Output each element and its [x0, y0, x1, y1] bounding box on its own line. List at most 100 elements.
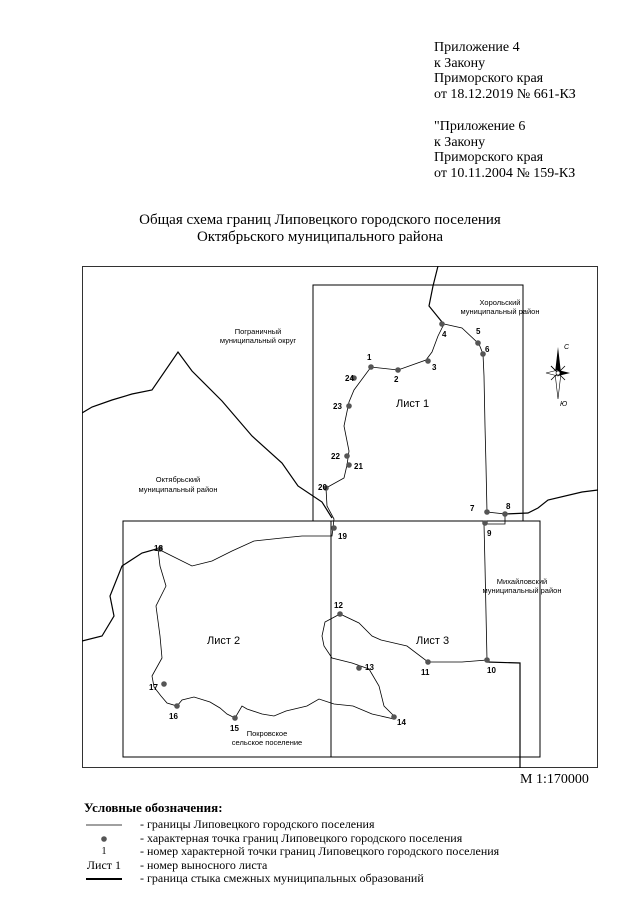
point-10	[484, 657, 490, 663]
khorolsky-label-2: муниципальный район	[461, 307, 540, 316]
point-13	[356, 665, 362, 671]
point-label-19: 19	[338, 532, 347, 541]
point-17	[161, 681, 167, 687]
sheet3-label: Лист 3	[416, 635, 449, 647]
point-12	[337, 611, 343, 617]
point-labels: 1 2 3 4 5 6 7 8 9 10 11 12 13 14 15 16 1…	[149, 327, 511, 733]
header-line: от 10.11.2004 № 159-КЗ	[434, 165, 576, 181]
point-11	[425, 659, 431, 665]
map-scale: М 1:170000	[520, 772, 589, 787]
header-line: Приморского края	[434, 71, 544, 86]
point-label-5: 5	[476, 327, 481, 336]
point-label-15: 15	[230, 724, 239, 733]
point-label-10: 10	[487, 666, 496, 675]
point-label-20: 20	[318, 483, 327, 492]
legend-symbol-number: 1	[101, 846, 107, 858]
legend-symbol-sheet: Лист 1	[86, 857, 122, 872]
pogranichny-label-2: муниципальный округ	[220, 336, 296, 345]
mikhailovsky-label-1: Михайловский	[497, 577, 547, 586]
legend-row-point: - характерная точка границ Липовецкого г…	[84, 831, 462, 849]
map-canvas: 1 2 3 4 5 6 7 8 9 10 11 12 13 14 15 16 1…	[82, 266, 598, 768]
point-label-4: 4	[442, 330, 447, 339]
compass-north: С	[564, 344, 570, 351]
legend: Условные обозначения: - границы Липовецк…	[84, 800, 500, 886]
point-19	[331, 525, 337, 531]
legend-text-boundary: - границы Липовецкого городского поселен…	[140, 817, 375, 831]
pogranichny-label-1: Пограничный	[235, 327, 282, 336]
khorolsky-label-1: Хорольский	[480, 298, 521, 307]
oktyabrsky-label-1: Октябрьский	[156, 475, 200, 484]
legend-text-point: - характерная точка границ Липовецкого г…	[140, 830, 463, 845]
point-7	[484, 509, 490, 515]
point-2	[395, 367, 401, 373]
point-20	[323, 485, 329, 491]
header-line: Приложение 4	[434, 40, 520, 55]
header-line: к Закону	[434, 134, 486, 150]
map-title-line2: Октябрьского муниципального района	[196, 229, 444, 245]
legend-title: Условные обозначения:	[84, 800, 223, 815]
header-line: Приморского края	[434, 150, 544, 165]
legend-text-sheet: - номер выносного листа	[140, 857, 268, 872]
header-line: к Закону	[434, 55, 486, 71]
oktyabrsky-label-2: муниципальный район	[139, 485, 218, 494]
map-title-line1: Общая схема границ Липовецкого городског…	[139, 212, 501, 228]
sheet1-label: Лист 1	[396, 398, 429, 410]
point-21	[346, 462, 352, 468]
compass-rose-icon: С Ю	[545, 344, 570, 408]
sheet-labels: Лист 1 Лист 2 Лист 3	[207, 398, 449, 647]
header-line: "Приложение 6	[434, 119, 526, 134]
legend-row-junction: - граница стыка смежных муниципальных об…	[84, 872, 424, 886]
point-6	[480, 351, 486, 357]
header-spacer	[434, 102, 576, 119]
legend-row-number: 1 - номер характерной точки границ Липов…	[84, 845, 500, 859]
boundary-points	[157, 321, 508, 721]
point-label-16: 16	[169, 712, 178, 721]
legend-text-number: - номер характерной точки границ Липовец…	[140, 844, 500, 859]
point-8	[502, 511, 508, 517]
point-dot-icon	[84, 832, 124, 849]
adjacent-borders	[82, 266, 598, 768]
settlement-boundary	[151, 323, 506, 720]
point-3	[425, 358, 431, 364]
point-14	[391, 714, 397, 720]
point-23	[346, 403, 352, 409]
point-label-23: 23	[333, 402, 342, 411]
mikhailovsky-label-2: муниципальный район	[483, 586, 562, 595]
point-5	[475, 340, 481, 346]
point-label-24: 24	[345, 374, 354, 383]
sheet3-frame	[330, 520, 541, 758]
region-labels: Пограничный муниципальный округ Хорольск…	[139, 298, 562, 747]
compass-south: Ю	[560, 401, 567, 408]
point-15	[232, 715, 238, 721]
point-4	[439, 321, 445, 327]
point-22	[344, 453, 350, 459]
point-label-12: 12	[334, 601, 343, 610]
point-label-13: 13	[365, 663, 374, 672]
sheet2-label: Лист 2	[207, 635, 240, 647]
point-16	[174, 703, 180, 709]
legend-row-boundary: - границы Липовецкого городского поселен…	[84, 817, 375, 835]
boundary-line-icon	[84, 818, 124, 835]
point-24	[351, 375, 357, 381]
point-label-6: 6	[485, 345, 490, 354]
point-18	[157, 546, 163, 552]
point-label-2: 2	[394, 375, 399, 384]
point-label-1: 1	[367, 353, 372, 362]
pokrovskoe-label-1: Покровское	[247, 729, 288, 738]
legend-row-sheet: Лист 1 - номер выносного листа	[84, 857, 267, 873]
point-9	[482, 520, 488, 526]
point-label-14: 14	[397, 718, 406, 727]
document-header: Приложение 4 к Закону Приморского края о…	[434, 40, 576, 181]
point-label-22: 22	[331, 452, 340, 461]
point-label-8: 8	[506, 502, 511, 511]
pokrovskoe-label-2: сельское поселение	[232, 738, 302, 747]
header-line: от 18.12.2019 № 661-КЗ	[434, 86, 576, 102]
map-title: Общая схема границ Липовецкого городског…	[0, 212, 640, 246]
point-label-3: 3	[432, 363, 437, 372]
point-label-21: 21	[354, 462, 363, 471]
point-label-17: 17	[149, 683, 158, 692]
point-label-7: 7	[470, 504, 475, 513]
legend-text-junction: - граница стыка смежных муниципальных об…	[140, 871, 424, 886]
point-1	[368, 364, 374, 370]
point-label-18: 18	[154, 544, 163, 553]
